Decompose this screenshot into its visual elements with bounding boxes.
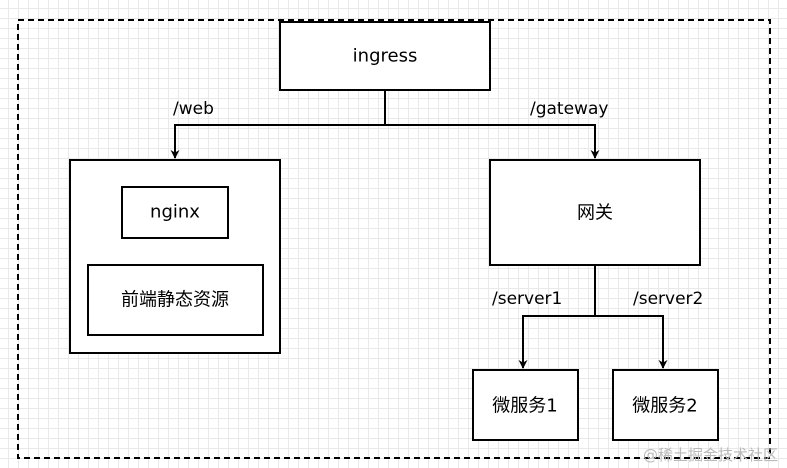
ingress-node (279, 21, 491, 91)
service1-label: 微服务1 (492, 396, 557, 417)
edge-gateway-service2 (595, 315, 668, 369)
frontend-assets-node (87, 264, 264, 336)
frontend-assets-label: 前端静态资源 (121, 290, 229, 311)
edge-ingress-web (170, 90, 386, 159)
nginx-node (121, 186, 229, 239)
watermark-text: @稀土掘金技术社区 (643, 446, 778, 464)
edge-label-server1: /server1 (492, 289, 562, 309)
edge-label-gateway: /gateway (530, 99, 608, 119)
edge-label-server2: /server2 (633, 289, 703, 309)
service1-node (472, 369, 579, 441)
nginx-label: nginx (150, 202, 200, 223)
cluster-boundary (17, 19, 771, 459)
gateway-label: 网关 (577, 203, 613, 224)
edge-ingress-gateway (385, 124, 600, 159)
gateway-node (489, 159, 701, 266)
edge-gateway-service1 (518, 265, 596, 369)
service2-node (612, 369, 719, 441)
edge-label-web: /web (173, 99, 214, 119)
service2-label: 微服务2 (632, 396, 697, 417)
ingress-label: ingress (353, 46, 418, 67)
